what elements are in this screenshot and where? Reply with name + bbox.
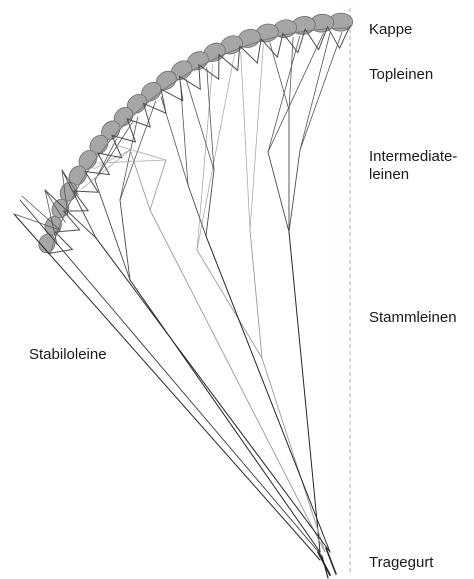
intermediate-line (267, 151, 290, 233)
main-line (149, 209, 326, 553)
stabilo-cascade (21, 195, 61, 231)
stabilo-cascade (13, 213, 61, 231)
canopy-truss-line (160, 88, 167, 114)
canopy-truss-line (218, 54, 239, 71)
top-line (97, 159, 167, 164)
canopy-truss-line (237, 45, 241, 71)
main-line (205, 235, 331, 553)
top-line (44, 189, 66, 223)
canopy-truss-line (304, 28, 320, 51)
top-line (299, 32, 331, 151)
intermediate-line (288, 149, 301, 233)
main-lines (95, 209, 331, 553)
canopy-truss-line (97, 152, 110, 176)
top-line (240, 51, 251, 231)
canopy-truss-line (260, 38, 278, 58)
intermediate-line (196, 249, 263, 359)
canopy-truss-line (160, 88, 184, 102)
top-line (179, 82, 189, 186)
label-topleinen: Topleinen (369, 66, 434, 83)
canopy-truss-line (178, 75, 201, 90)
stabilo-line (13, 195, 323, 561)
riser-b (325, 547, 337, 575)
main-line (288, 231, 321, 553)
intermediate-line (129, 149, 151, 211)
top-line (288, 36, 294, 111)
label-intermediateleinen: Intermediate- leinen (369, 148, 457, 184)
stabilo-line-secondary (19, 199, 323, 557)
canopy-truss-line (239, 45, 258, 64)
intermediate-line (205, 169, 215, 237)
intermediate-line (149, 159, 167, 211)
label-tragegurt: Tragegurt (369, 554, 434, 571)
canopy-truss-line (84, 171, 99, 193)
canopy-truss-line (318, 26, 328, 51)
top-line (119, 116, 139, 201)
canopy-cell (38, 233, 56, 254)
canopy-truss-line (326, 26, 341, 49)
intermediate-line (94, 179, 131, 281)
top-line (249, 44, 264, 231)
intermediate-line (249, 229, 263, 359)
stabilo-line-main (13, 213, 321, 561)
top-line (185, 78, 215, 171)
canopy-truss-line (198, 64, 220, 80)
main-line (129, 279, 321, 553)
label-stammleinen: Stammleinen (369, 309, 457, 326)
risers (317, 547, 337, 579)
canopy-truss-line (198, 64, 201, 90)
canopy-truss-line (54, 229, 81, 233)
canopy-inner-edge (49, 27, 351, 255)
canopy-truss-line (63, 210, 81, 231)
canopy-truss-line (339, 25, 351, 49)
riser-c (321, 555, 329, 579)
label-intermediate-line1: Intermediate- (369, 148, 458, 165)
top-line (196, 54, 235, 251)
top-line (81, 149, 131, 190)
canopy-truss-line (178, 75, 184, 102)
top-line (61, 169, 69, 217)
canopy-truss-line (143, 102, 167, 114)
canopy-truss-line (111, 134, 123, 159)
top-line (44, 189, 58, 246)
top-line (111, 143, 167, 161)
canopy-truss-line (126, 118, 136, 143)
main-line (261, 357, 326, 553)
canopy-truss-line (276, 32, 284, 58)
top-line (93, 149, 131, 169)
intermediate-line (44, 189, 97, 239)
label-kappe: Kappe (369, 21, 413, 38)
canopy-truss-line (143, 102, 151, 128)
canopy-truss-line (111, 134, 136, 143)
top-line (267, 35, 301, 153)
canopy-truss-line (54, 231, 73, 250)
canopy-truss-line (97, 152, 123, 159)
canopy-truss-line (282, 32, 299, 54)
canopy-truss-line (126, 118, 151, 128)
canopy-truss-line (297, 28, 306, 54)
canopy-truss-line (73, 190, 89, 212)
top-line (119, 100, 157, 201)
top-line (269, 42, 290, 111)
top-lines (44, 25, 351, 254)
canopy (38, 12, 354, 255)
label-stabiloleine: Stabiloleine (29, 346, 107, 363)
intermediate-line (61, 169, 97, 239)
canopy-truss-line (73, 190, 99, 193)
label-intermediate-line2: leinen (369, 166, 410, 183)
top-line (206, 66, 215, 171)
main-line (95, 237, 331, 553)
canopy-truss-line (256, 38, 262, 64)
intermediate-line (119, 199, 131, 281)
top-line (299, 31, 343, 151)
canopy-truss-line (84, 171, 110, 176)
intermediate-lines (44, 109, 301, 359)
intermediate-line (187, 184, 207, 237)
top-line (94, 121, 134, 181)
canopy-truss-line (47, 248, 73, 254)
top-line (267, 32, 324, 153)
